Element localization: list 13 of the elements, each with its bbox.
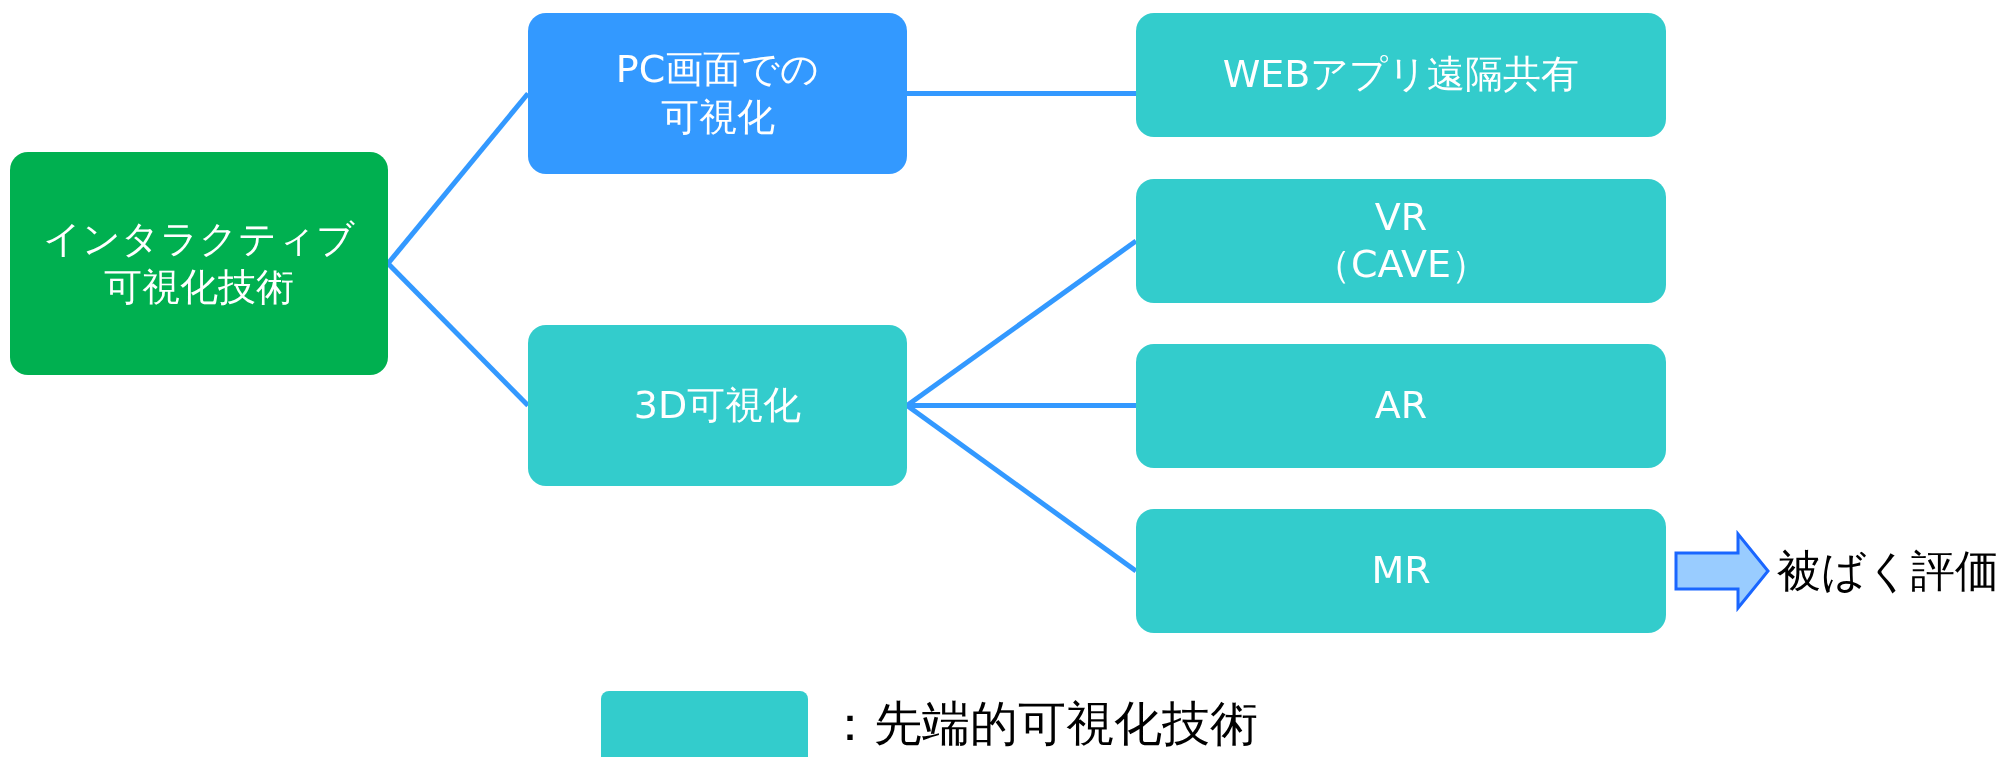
process-box: MR [1136,509,1666,633]
process-box: AR [1136,344,1666,468]
connector-line [386,261,530,408]
process-box: PC画面での可視化 [528,13,907,174]
block-arrow [1674,529,1770,613]
process-box: VR （CAVE） [1136,179,1666,303]
result-text: 被ばく評価 [1778,540,1998,600]
connector-line [386,91,530,266]
legend-label: ：先端的可視化技術 [826,694,1258,753]
process-box: インタラクティブ可視化技術 [10,152,388,375]
process-box: 3D可視化 [528,325,907,486]
connector-line [907,91,1136,96]
process-box: WEBアプリ遠隔共有 [1136,13,1666,137]
